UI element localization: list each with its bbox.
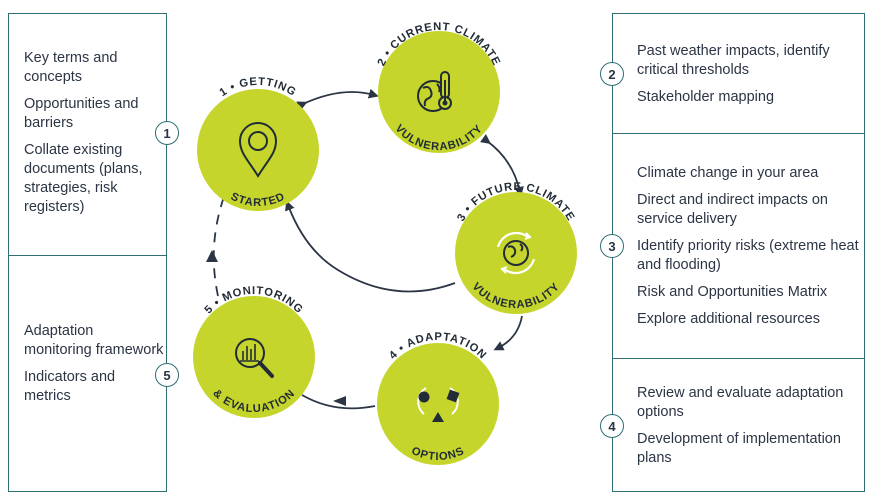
step-number-1: 1 bbox=[155, 121, 179, 145]
arrow-4-to-5 bbox=[301, 394, 376, 410]
stage-4-adaptation-options: 4 • ADAPTATION OPTIONS bbox=[377, 331, 499, 465]
arrow-1-to-2 bbox=[296, 88, 379, 111]
stage-1-bottom-label: STARTED bbox=[229, 191, 287, 209]
right-top-item: Past weather impacts, identify critical … bbox=[637, 43, 830, 78]
globe-thermometer-icon bbox=[417, 71, 452, 112]
step-number-3: 3 bbox=[600, 234, 624, 258]
stage-5-monitoring-evaluation: 5 • MONITORING & EVALUATION bbox=[193, 285, 315, 418]
right-top-item: Stakeholder mapping bbox=[637, 89, 775, 105]
right-bottom-panel: Review and evaluate adaptation options D… bbox=[612, 358, 865, 492]
stage-1-getting-started: 1 • GETTING STARTED bbox=[197, 76, 319, 211]
right-middle-item: Explore additional resources bbox=[637, 311, 820, 327]
stage-3-future-climate-vulnerability: 3 • FUTURE CLIMATE VULNERABILITY bbox=[455, 181, 577, 314]
globe-refresh-icon bbox=[496, 231, 536, 275]
arrow-3-to-1 bbox=[285, 200, 456, 293]
step-number-2: 2 bbox=[600, 62, 624, 86]
right-middle-item: Direct and indirect impacts on service d… bbox=[637, 192, 828, 227]
shapes-options-icon bbox=[417, 387, 460, 422]
arrow-5-to-1-dashed bbox=[212, 185, 229, 297]
left-bottom-panel: Adaptation monitoring framework Indicato… bbox=[8, 255, 167, 492]
right-bottom-item: Development of implementation plans bbox=[637, 431, 841, 466]
map-pin-icon bbox=[238, 122, 278, 178]
stage-4-bottom-label: OPTIONS bbox=[410, 445, 467, 463]
arrow-3-to-4 bbox=[493, 315, 523, 351]
right-middle-panel: Climate change in your area Direct and i… bbox=[612, 133, 865, 359]
left-top-item: Collate existing documents (plans, strat… bbox=[24, 142, 143, 215]
left-top-item: Key terms and concepts bbox=[24, 50, 118, 85]
right-bottom-item: Review and evaluate adaptation options bbox=[637, 385, 844, 420]
arrowhead-4-to-5 bbox=[333, 396, 346, 406]
step-number-4: 4 bbox=[600, 414, 624, 438]
right-middle-item: Identify priority risks (extreme heat an… bbox=[637, 238, 859, 273]
magnifier-chart-icon bbox=[235, 338, 274, 378]
arrowhead-5-to-1 bbox=[206, 250, 218, 262]
right-top-panel: Past weather impacts, identify critical … bbox=[612, 13, 865, 134]
left-bottom-item: Indicators and metrics bbox=[24, 369, 116, 404]
step-number-5: 5 bbox=[155, 363, 179, 387]
right-middle-item: Risk and Opportunities Matrix bbox=[637, 284, 828, 300]
left-top-item: Opportunities and barriers bbox=[24, 96, 139, 131]
stage-2-current-climate-vulnerability: 2 • CURRENT CLIMATE VULNERABILITY bbox=[376, 21, 502, 153]
arrow-2-to-3 bbox=[480, 134, 524, 197]
left-bottom-item: Adaptation monitoring framework bbox=[24, 323, 164, 358]
left-top-panel: Key terms and concepts Opportunities and… bbox=[8, 13, 167, 256]
right-middle-item: Climate change in your area bbox=[637, 165, 819, 181]
